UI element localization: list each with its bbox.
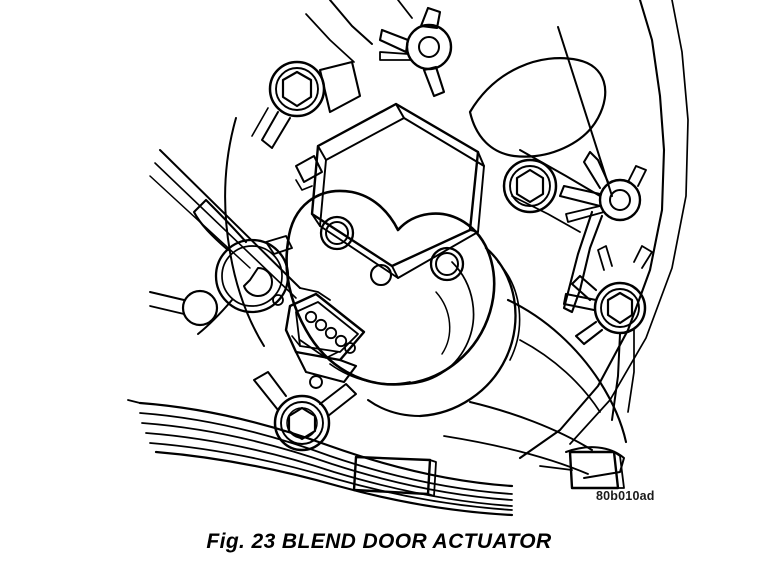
hex-bolt-upper-left (251, 60, 362, 149)
actuator-motor-box (295, 102, 485, 279)
connector-pin (314, 318, 328, 332)
panel-edge-left (224, 117, 265, 347)
connector-pin (304, 310, 318, 324)
wiring-harness-bundle (138, 401, 514, 517)
mounting-boss-right (429, 246, 465, 282)
blend-door-actuator-housing (285, 189, 496, 386)
background-hvac-panel (305, 0, 689, 479)
connector-pin (324, 326, 338, 340)
mounting-boss-upper-left (319, 215, 355, 251)
bracket-pivot-arm (149, 198, 293, 335)
part-id-label: 80b010ad (596, 489, 655, 503)
retainer-clip-right-upper (558, 150, 647, 314)
hex-bolt-upper-right (502, 158, 558, 214)
actuator-outer-shroud (367, 246, 521, 418)
connector-pin (334, 334, 348, 348)
electrical-connector (284, 292, 366, 389)
figure-caption: Fig. 23 BLEND DOOR ACTUATOR (206, 530, 552, 553)
retainer-clip-top (378, 6, 453, 98)
harness-strand-end (127, 399, 141, 404)
connector-pin (344, 342, 356, 354)
retainer-clip-right-lower (562, 245, 653, 421)
actuator-center-pivot (369, 263, 393, 287)
harness-end-connector (539, 450, 625, 490)
harness-tape-wrap (352, 455, 437, 497)
hex-bolt-lower-left (253, 371, 357, 452)
